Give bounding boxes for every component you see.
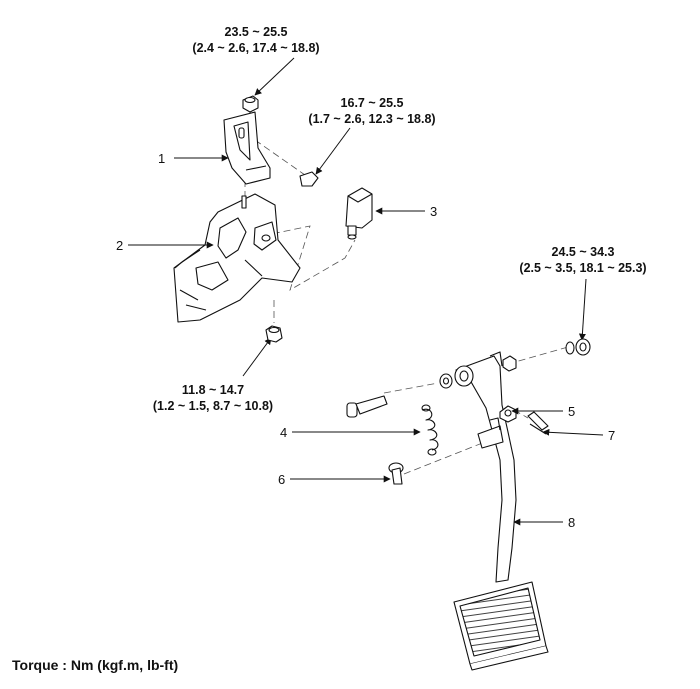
torque-label-bolt: 16.7 ~ 25.5 (1.7 ~ 2.6, 12.3 ~ 18.8): [308, 96, 435, 126]
leader-torque-bottom: [242, 337, 272, 377]
torque-label-pivot-nut: 24.5 ~ 34.3 (2.5 ~ 3.5, 18.1 ~ 25.3): [519, 245, 646, 275]
torque-main-text: 16.7 ~ 25.5: [341, 96, 404, 110]
leader-torque-bolt: [315, 127, 351, 175]
callout-number-6: 6: [278, 472, 285, 487]
torque-sub-text: (2.4 ~ 2.6, 17.4 ~ 18.8): [192, 41, 319, 55]
leader-torque-pivot: [578, 278, 587, 341]
pedal-member-bracket: [173, 193, 301, 323]
callout-number-8: 8: [568, 515, 575, 530]
callout-number-7: 7: [608, 428, 615, 443]
snap-clip: [527, 411, 549, 435]
brake-pedal-arm: [454, 351, 517, 583]
torque-label-nut-top: 23.5 ~ 25.5 (2.4 ~ 2.6, 17.4 ~ 18.8): [192, 25, 319, 55]
pivot-nut: [575, 338, 591, 356]
callout-number-2: 2: [116, 238, 123, 253]
washer-right: [565, 341, 575, 355]
pedal-pad: [453, 581, 549, 671]
callout-number-1: 1: [158, 151, 165, 166]
torque-sub-text: (1.7 ~ 2.6, 12.3 ~ 18.8): [308, 112, 435, 126]
torque-main-text: 11.8 ~ 14.7: [182, 383, 244, 397]
return-spring: [421, 404, 439, 456]
torque-sub-text: (2.5 ~ 3.5, 18.1 ~ 25.3): [519, 261, 646, 275]
bushing-left: [439, 373, 453, 389]
callout-number-5: 5: [568, 404, 575, 419]
torque-main-text: 24.5 ~ 34.3: [552, 245, 615, 259]
torque-units-note: Torque : Nm (kgf.m, lb-ft): [12, 657, 179, 673]
nut-bottom: [265, 325, 283, 343]
bushing-right: [502, 355, 517, 372]
leader-torque-top: [254, 57, 295, 96]
torque-label-nut-bottom: 11.8 ~ 14.7 (1.2 ~ 1.5, 8.7 ~ 10.8): [153, 383, 273, 413]
stop-lamp-switch: [345, 187, 373, 240]
pivot-bolt-long: [346, 395, 388, 418]
assembly-lines: [244, 112, 569, 475]
callout-number-3: 3: [430, 204, 437, 219]
upper-bracket: [223, 111, 271, 185]
bolt-small: [299, 171, 319, 187]
callout-number-4: 4: [280, 425, 287, 440]
torque-sub-text: (1.2 ~ 1.5, 8.7 ~ 10.8): [153, 399, 273, 413]
torque-main-text: 23.5 ~ 25.5: [225, 25, 288, 39]
nut-top: [242, 95, 259, 113]
callout-line-7: [542, 428, 604, 436]
clevis-pin: [388, 462, 404, 485]
